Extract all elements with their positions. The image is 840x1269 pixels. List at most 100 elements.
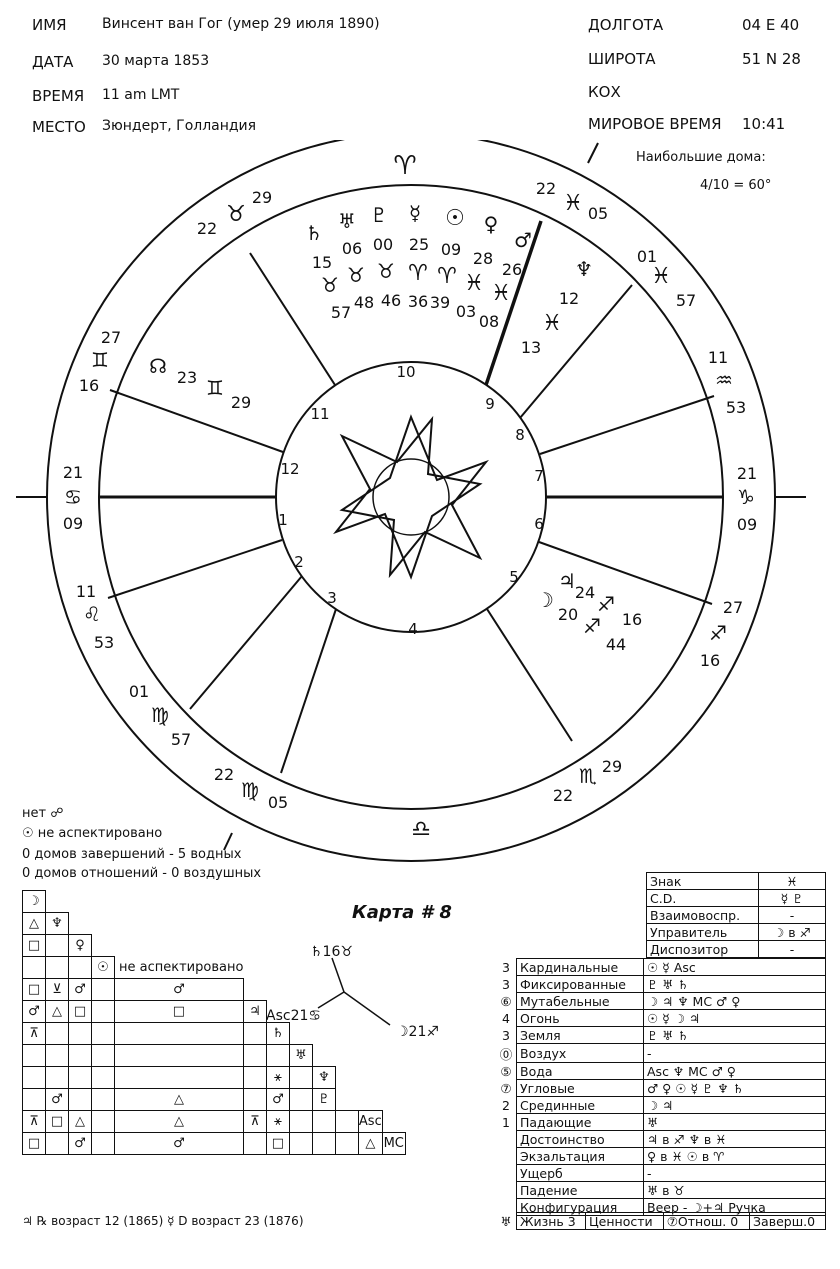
aspect-cell: ♆: [311, 1066, 336, 1089]
planet-deg: 20: [558, 605, 578, 624]
planet-deg: 06: [342, 239, 362, 258]
aspect-cell: MC: [381, 1132, 406, 1155]
aspect-cell: ♂: [22, 1000, 46, 1023]
house-number-8: 8: [515, 426, 525, 444]
property-value: Веер - ☽+♃ Ручка: [643, 1198, 826, 1216]
property-label: Огонь: [516, 1009, 644, 1027]
aspect-cell: △: [45, 1000, 69, 1023]
aspect-cell: □: [22, 978, 46, 1001]
aspect-cell: [91, 1044, 115, 1067]
cusp-min: 57: [676, 291, 696, 310]
planet-deg: 24: [575, 583, 595, 602]
house-system-label: КОХ: [588, 83, 621, 101]
property-label: Ущерб: [516, 1164, 644, 1182]
planet-deg: 15: [312, 253, 332, 272]
property-value: ☉ ☿ Asc: [643, 958, 826, 976]
note-endings-houses: 0 домов завершений - 5 водных: [22, 847, 242, 862]
house-number-12: 12: [280, 460, 299, 478]
house-number-9: 9: [485, 395, 495, 413]
inner-circle: [275, 361, 547, 633]
date-label: ДАТА: [32, 53, 74, 71]
planet-min: 46: [381, 291, 401, 310]
cusp-line-9: [249, 252, 336, 386]
property-label: Вода: [516, 1062, 644, 1080]
aspect-cell: [288, 1132, 313, 1155]
planet-min: 48: [354, 293, 374, 312]
gemini-sign-icon: ♊: [206, 376, 224, 400]
aspect-cell: ♃: [242, 1000, 267, 1023]
property-label: Управитель: [646, 923, 759, 941]
moon-icon: ☽: [536, 588, 554, 612]
aspect-cell: [45, 1022, 69, 1045]
cusp-min: 05: [268, 793, 288, 812]
jupiter-icon: ♃: [558, 569, 576, 593]
mc-axis-tick: [587, 142, 599, 164]
aspect-cell: [68, 1088, 92, 1111]
property-label: Угловые: [516, 1079, 644, 1097]
properties-bottom-row: ♅ Жизнь 3 Ценности ⑦Отнош. 0 Заверш.0: [496, 1212, 826, 1230]
aries-sign-icon: ♈: [408, 261, 428, 286]
property-label: Падение: [516, 1181, 644, 1199]
property-value: ☽ ♃: [643, 1096, 826, 1114]
property-label: Взаимовоспр.: [646, 906, 759, 924]
aspect-cell: [22, 1088, 46, 1111]
property-value: -: [643, 1043, 826, 1063]
name-value: Винсент ван Гог (умер 29 июля 1890): [102, 16, 380, 32]
latitude-value: 51 N 28: [742, 50, 801, 68]
scorpio-sign-icon: ♏: [579, 764, 597, 788]
sun-icon: ☉: [445, 206, 465, 231]
cusp-line-12: [539, 395, 715, 455]
cusp-deg: 11: [76, 582, 96, 601]
aspect-cell: [68, 1022, 92, 1045]
life-count: Жизнь 3: [516, 1212, 586, 1230]
aspect-cell: ♂: [68, 978, 92, 1001]
aspect-cell: [114, 1066, 244, 1089]
aspect-cell: [242, 1022, 267, 1045]
planet-deg: 26: [502, 260, 522, 279]
aspect-cell: [91, 978, 115, 1001]
aspect-cell: ⚹: [265, 1066, 290, 1089]
node-deg: 23: [177, 368, 197, 387]
planet-deg: 25: [409, 235, 429, 254]
house-number-7: 7: [534, 467, 544, 485]
aspect-cell: [68, 1066, 92, 1089]
cusp-min: 05: [588, 204, 608, 223]
aspect-cell: не аспектировано: [119, 959, 244, 975]
aspect-cell: [311, 1132, 336, 1155]
endings-count: Заверш.0: [749, 1212, 826, 1230]
aspect-cell: Asc: [357, 1110, 383, 1133]
aspect-cell: [22, 956, 46, 979]
property-count: [496, 1131, 517, 1148]
aspect-cell: □: [114, 1000, 244, 1023]
uranus-icon: ♅: [338, 209, 356, 233]
aspect-cell: ⊼: [242, 1110, 267, 1133]
aspect-cell: [91, 1022, 115, 1045]
house-number-4: 4: [408, 620, 418, 638]
property-count: [496, 1148, 517, 1165]
property-count: 3: [502, 1027, 510, 1043]
largest-houses-label: Наибольшие дома:: [636, 150, 766, 165]
property-value: Asc ♆ MC ♂ ♀: [643, 1062, 826, 1080]
aspect-cell: [45, 1066, 69, 1089]
place-value: Зюндерт, Голландия: [102, 118, 257, 134]
properties-top-table: Знак♓С.D.☿ ♇Взаимовоспр.-Управитель☽ в ♐…: [646, 872, 826, 958]
cusp-deg: 01: [129, 682, 149, 701]
aspect-cell: [91, 1132, 115, 1155]
house-number-5: 5: [509, 568, 519, 586]
property-count: ⑦: [500, 1080, 512, 1096]
aspect-cell: ☉: [91, 956, 115, 979]
sagittarius-sign-icon: ♐: [597, 592, 615, 616]
aspect-cell: ♇: [311, 1088, 336, 1111]
pisces-sign-icon: ♓: [651, 264, 671, 289]
property-value: ♓: [758, 872, 826, 890]
aspect-cell: [45, 1132, 69, 1155]
cusp-line-11: [519, 284, 633, 419]
taurus-sign-icon: ♉: [347, 263, 365, 287]
property-count: ⑤: [500, 1063, 512, 1079]
property-value: ☽ ♃ ♆ MC ♂ ♀: [643, 992, 826, 1010]
property-count: [496, 1182, 517, 1199]
aspect-cell: ♂: [68, 1132, 92, 1155]
aspect-cell: [45, 956, 69, 979]
property-count: 3: [502, 976, 510, 992]
